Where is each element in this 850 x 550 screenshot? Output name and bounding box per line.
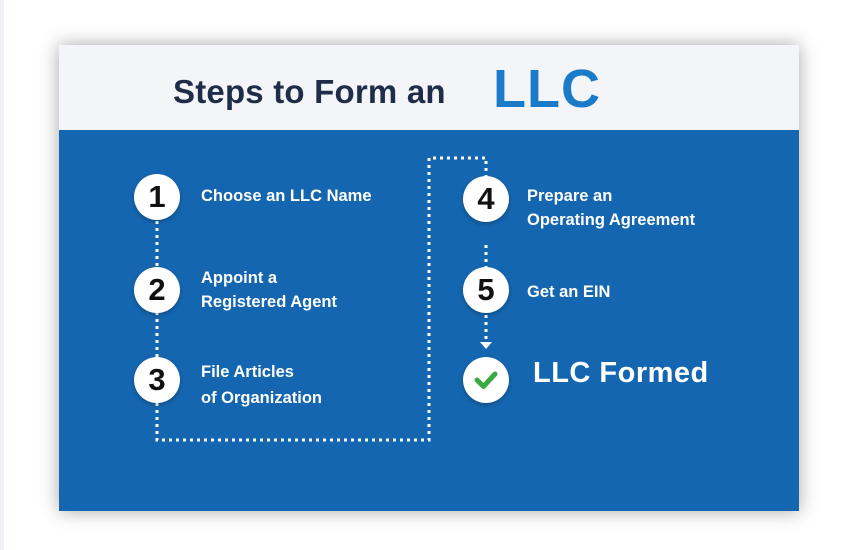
step-3-line2: of Organization	[201, 389, 322, 407]
step-2-label: Appoint a Registered Agent	[201, 266, 337, 314]
step-1-line1: Choose an LLC Name	[201, 187, 372, 205]
connector-arrowhead	[480, 342, 492, 349]
step-2-line2: Registered Agent	[201, 293, 337, 311]
step-3-label: File Articles of Organization	[201, 360, 322, 410]
step-1-label: Choose an LLC Name	[201, 184, 372, 208]
card-header: Steps to Form an LLC	[59, 45, 799, 130]
step-3-circle: 3	[134, 357, 180, 403]
step-2-number: 2	[148, 272, 166, 307]
final-circle	[463, 357, 509, 403]
step-5-number: 5	[477, 272, 495, 307]
step-1-circle: 1	[134, 174, 180, 220]
step-3-number: 3	[148, 362, 166, 397]
step-4-line2: Operating Agreement	[527, 211, 696, 229]
step-4-line1: Prepare an	[527, 187, 613, 205]
final-label: LLC Formed	[533, 357, 709, 389]
step-5-line1: Get an EIN	[527, 283, 611, 301]
step-4-number: 4	[477, 181, 495, 216]
left-edge-strip	[0, 0, 4, 550]
dotted-connector	[155, 156, 492, 442]
title-accent: LLC	[493, 59, 601, 119]
step-5-circle: 5	[463, 267, 509, 313]
step-4-circle: 4	[463, 176, 509, 222]
checkmark-icon	[474, 371, 498, 389]
step-5-label: Get an EIN	[527, 280, 610, 304]
step-1-number: 1	[148, 179, 166, 214]
step-4-label: Prepare an Operating Agreement	[527, 184, 695, 232]
step-2-circle: 2	[134, 267, 180, 313]
title-prefix: Steps to Form an	[173, 73, 446, 110]
connector-path	[155, 156, 488, 442]
llc-steps-card: Steps to Form an LLC 1 Choose an LLC Nam…	[59, 45, 799, 511]
step-3-line1: File Articles	[201, 363, 294, 381]
step-2-line1: Appoint a	[201, 269, 278, 287]
